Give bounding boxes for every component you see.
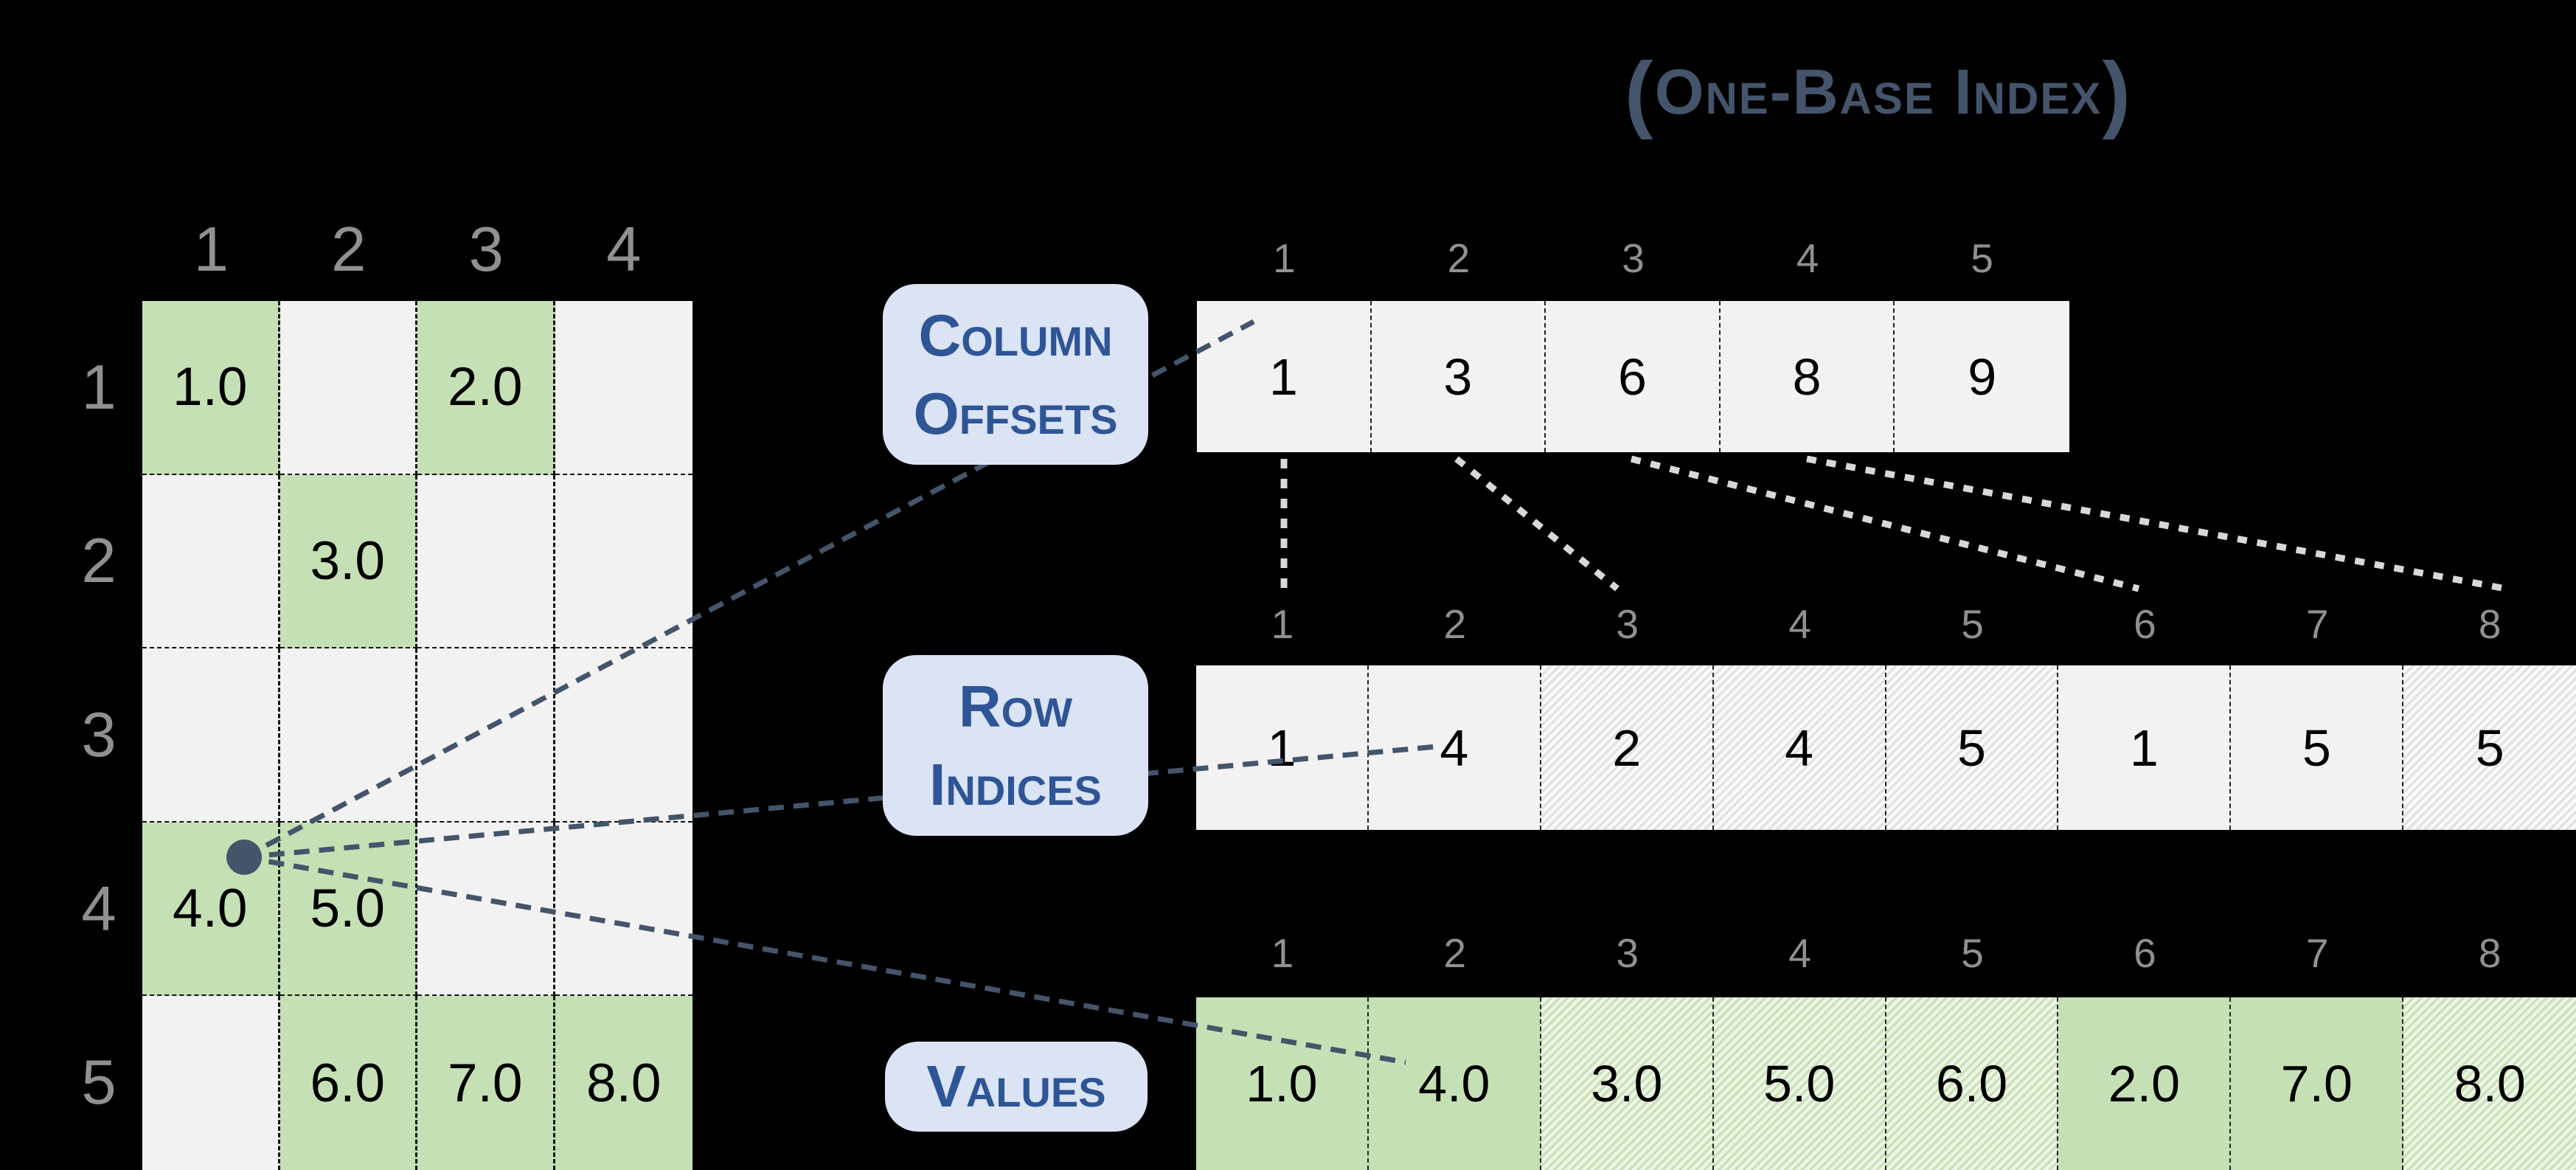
pill-label-line: Row	[958, 673, 1073, 739]
array-index-label: 4	[1796, 235, 1819, 281]
array-cell: 2.0	[2058, 997, 2232, 1170]
offset-6-to-position-6-line	[1630, 455, 2140, 592]
array-index-label: 5	[1961, 601, 1984, 647]
array-index-label: 5	[1971, 235, 1993, 281]
pill-label-line: Values	[926, 1053, 1106, 1120]
matrix-row-label: 1	[81, 352, 117, 423]
pill-label-line: Indices	[929, 751, 1102, 817]
array-cell: 1	[2058, 665, 2232, 830]
array-cell: 5	[1886, 665, 2059, 830]
values-index-labels: 1 2 3 4 5 6 7 8	[1196, 916, 2576, 990]
values-label-box: Values	[885, 1042, 1148, 1132]
array-cell: 5	[2403, 665, 2576, 830]
array-index-label: 2	[1443, 601, 1467, 647]
matrix-cell-empty	[417, 822, 555, 997]
matrix-cell-filled: 3.0	[280, 474, 417, 649]
array-cell: 7.0	[2231, 997, 2404, 1170]
pill-label-line: Offsets	[913, 380, 1118, 446]
array-cell: 1.0	[1196, 997, 1369, 1170]
offset-3-to-position-3-line	[1454, 456, 1619, 592]
matrix-cell-empty	[280, 301, 417, 475]
offset-8-to-position-8-line	[1806, 455, 2507, 592]
matrix-row-labels: 1 2 3 4 5	[44, 301, 153, 1170]
array-index-label: 3	[1616, 930, 1639, 976]
matrix-cell-empty	[555, 301, 692, 475]
array-index-label: 1	[1271, 930, 1294, 976]
matrix-row-label: 4	[81, 873, 117, 944]
matrix-cell-empty	[142, 996, 280, 1170]
matrix-cell-empty	[417, 648, 555, 823]
array-cell: 4	[1713, 665, 1886, 830]
page-title: (One-Base Index)	[1624, 44, 2133, 140]
array-cell: 1	[1196, 665, 1369, 830]
array-index-label: 2	[1447, 235, 1471, 281]
column-offsets-index-labels: 1 2 3 4 5	[1197, 221, 2069, 295]
matrix-row-label: 5	[81, 1048, 117, 1118]
matrix-cell-filled: 5.0	[280, 822, 417, 997]
matrix-cell-empty	[142, 648, 280, 823]
matrix-column-label: 3	[468, 215, 504, 285]
matrix-row-label: 3	[81, 699, 117, 770]
array-index-label: 4	[1788, 930, 1811, 976]
array-cell: 6	[1546, 301, 1721, 452]
matrix-cell-filled: 1.0	[142, 301, 280, 475]
pill-label-line: Column	[918, 302, 1113, 368]
matrix-row-label: 2	[81, 526, 117, 597]
array-cell: 4.0	[1368, 997, 1541, 1170]
array-index-label: 8	[2478, 601, 2502, 647]
matrix-column-label: 4	[606, 215, 642, 285]
array-index-label: 7	[2305, 930, 2329, 976]
matrix-cell-filled: 8.0	[555, 996, 692, 1170]
array-index-label: 6	[2134, 601, 2156, 647]
matrix-cell-filled: 6.0	[280, 996, 417, 1170]
array-cell: 2	[1541, 665, 1714, 830]
array-index-label: 1	[1273, 235, 1296, 281]
array-cell: 3.0	[1541, 997, 1714, 1170]
array-index-label: 6	[2134, 930, 2156, 976]
array-index-label: 2	[1443, 930, 1467, 976]
array-cell: 3	[1371, 301, 1546, 452]
matrix-column-labels: 1 2 3 4	[142, 199, 692, 301]
array-index-label: 3	[1622, 235, 1645, 281]
array-cell: 1	[1197, 301, 1372, 452]
matrix-cell-empty	[555, 648, 692, 823]
row-indices-index-labels: 1 2 3 4 5 6 7 8	[1196, 587, 2576, 661]
matrix-cell-empty	[555, 822, 692, 997]
matrix-column-label: 2	[331, 215, 367, 285]
array-cell: 6.0	[1886, 997, 2059, 1170]
array-cell: 8	[1720, 301, 1895, 452]
matrix-cell-empty	[417, 474, 555, 649]
array-index-label: 7	[2305, 601, 2329, 647]
array-index-label: 4	[1788, 601, 1811, 647]
matrix-column-label: 1	[193, 215, 229, 285]
array-cell: 4	[1368, 665, 1541, 830]
array-index-label: 8	[2478, 930, 2502, 976]
array-index-label: 3	[1616, 601, 1639, 647]
matrix-cell-empty	[142, 474, 280, 649]
matrix-cell-filled: 7.0	[417, 996, 555, 1170]
matrix-cell-filled: 4.0	[142, 822, 280, 997]
array-cell: 5.0	[1713, 997, 1886, 1170]
array-cell: 8.0	[2403, 997, 2576, 1170]
matrix-cell-filled: 2.0	[417, 301, 555, 475]
array-cell: 5	[2231, 665, 2404, 830]
title-text: One-Base Index	[1654, 56, 2103, 128]
matrix-cell-empty	[280, 648, 417, 823]
array-index-label: 1	[1271, 601, 1294, 647]
array-cell: 9	[1895, 301, 2069, 452]
array-index-label: 5	[1961, 930, 1984, 976]
matrix-cell-empty	[555, 474, 692, 649]
